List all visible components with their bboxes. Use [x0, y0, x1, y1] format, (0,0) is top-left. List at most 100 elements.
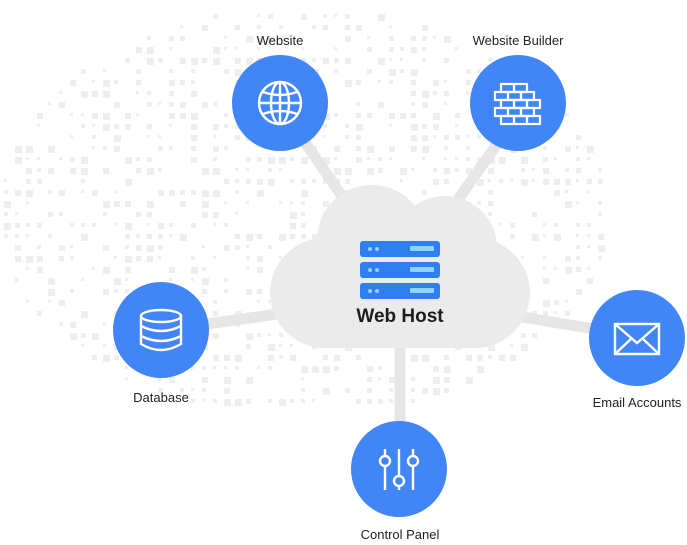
background-dot [466, 146, 470, 150]
background-dot [48, 289, 55, 296]
background-dot [92, 355, 97, 360]
background-dot [37, 179, 42, 184]
background-dot [114, 289, 118, 293]
background-dot [125, 201, 131, 207]
background-dot [224, 223, 228, 227]
background-dot [323, 157, 330, 164]
background-dot [279, 36, 284, 41]
background-dot [26, 256, 33, 263]
background-dot [279, 234, 286, 241]
node-label-email-accounts: Email Accounts [592, 395, 682, 410]
background-dot [26, 157, 29, 160]
background-dot [103, 267, 110, 274]
background-dot [81, 278, 84, 281]
background-dot [290, 179, 294, 183]
background-dot [180, 36, 185, 41]
background-dot [279, 399, 286, 406]
background-dot [92, 135, 96, 139]
background-dot [136, 113, 139, 116]
background-dot [367, 157, 370, 160]
background-dot [345, 25, 350, 30]
background-dot [70, 168, 76, 174]
background-dot [444, 58, 449, 63]
background-dot [301, 366, 308, 373]
background-dot [158, 377, 162, 381]
background-dot [136, 256, 141, 261]
background-dot [576, 168, 581, 173]
background-dot [169, 124, 172, 127]
background-dot [147, 256, 153, 262]
background-dot [202, 388, 206, 392]
background-dot [477, 366, 484, 373]
node-label-website-builder: Website Builder [472, 33, 564, 48]
background-dot [81, 179, 85, 183]
background-dot [466, 355, 472, 361]
background-dot [224, 69, 229, 74]
background-dot [114, 190, 117, 193]
background-dot [279, 168, 282, 171]
background-dot [268, 168, 272, 172]
background-dot [235, 69, 242, 76]
background-dot [191, 135, 197, 141]
background-dot [103, 212, 107, 216]
background-dot [554, 190, 560, 196]
background-dot [213, 333, 219, 339]
background-dot [268, 344, 275, 351]
background-dot [257, 25, 261, 29]
background-dot [301, 377, 304, 380]
background-dot [246, 36, 253, 43]
background-dot [169, 47, 172, 50]
background-dot [510, 223, 515, 228]
background-dot [587, 157, 590, 160]
background-dot [213, 14, 218, 19]
background-dot [224, 388, 230, 394]
background-dot [147, 91, 151, 95]
background-dot [499, 355, 505, 361]
background-dot [202, 168, 209, 175]
background-dot [136, 212, 141, 217]
background-dot [422, 124, 427, 129]
background-dot [411, 113, 416, 118]
background-dot [422, 102, 428, 108]
background-dot [103, 124, 110, 131]
background-dot [389, 377, 395, 383]
background-dot [125, 256, 132, 263]
background-dot [598, 256, 602, 260]
background-dot [334, 14, 337, 17]
background-dot [70, 289, 74, 293]
background-dot [224, 289, 228, 293]
background-dot [290, 212, 297, 219]
background-dot [334, 69, 338, 73]
background-dot [323, 366, 330, 373]
background-dot [169, 36, 174, 41]
envelope-icon [613, 322, 661, 356]
background-dot [290, 234, 295, 239]
background-dot [81, 113, 84, 116]
background-dot [213, 212, 219, 218]
background-dot [169, 91, 174, 96]
background-dot [92, 146, 95, 149]
background-dot [235, 25, 240, 30]
background-dot [202, 366, 206, 370]
background-dot [235, 245, 240, 250]
background-dot [378, 58, 385, 65]
background-dot [191, 366, 194, 369]
background-dot [125, 179, 132, 186]
background-dot [598, 234, 604, 240]
background-dot [48, 278, 55, 285]
background-dot [323, 135, 326, 138]
background-dot [202, 278, 209, 285]
background-dot [301, 388, 305, 392]
background-dot [26, 234, 29, 237]
background-dot [224, 399, 231, 406]
background-dot [81, 190, 84, 193]
background-dot [15, 212, 18, 215]
background-dot [598, 168, 602, 172]
background-dot [301, 179, 306, 184]
background-dot [345, 14, 350, 19]
background-dot [411, 399, 415, 403]
background-dot [356, 135, 361, 140]
background-dot [257, 366, 260, 369]
background-dot [499, 179, 503, 183]
background-dot [235, 234, 240, 239]
